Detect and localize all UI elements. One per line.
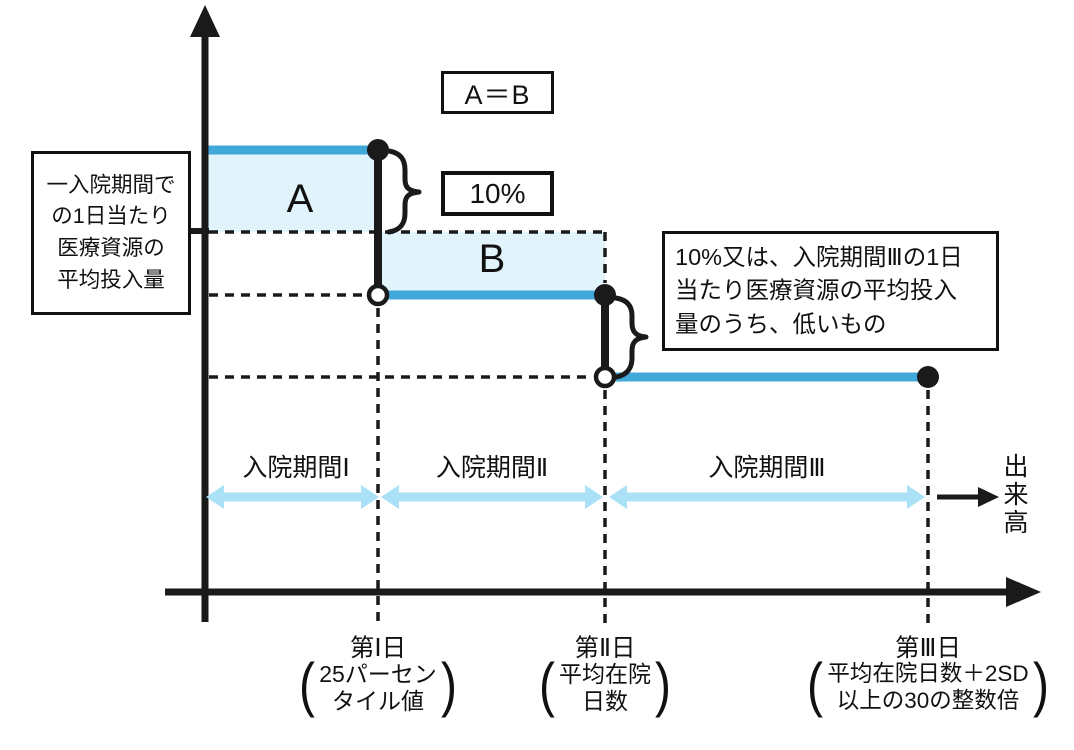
dot-open-period3-start <box>593 365 617 389</box>
y-axis-label-line: 一入院期間で <box>46 172 176 197</box>
fee-arrow <box>937 487 999 507</box>
dashed-guides <box>209 230 930 628</box>
open-paren: ( <box>807 650 824 718</box>
ten-percent-box: 10% <box>441 171 554 216</box>
day1-title: 第Ⅰ日 <box>349 635 407 662</box>
day2-subnote-line: 平均在院 <box>559 661 651 687</box>
period2-arrow <box>381 485 603 509</box>
y-axis-label-line: の1日当たり <box>51 204 171 229</box>
y-axis-label-line: 医療資源の <box>57 236 165 260</box>
region-a-label: A <box>286 177 314 221</box>
dot-open-period2-start <box>366 283 390 307</box>
x-axis-arrowhead <box>1006 577 1041 607</box>
day3-title: 第Ⅲ日 <box>895 635 961 662</box>
period1-label: 入院期間Ⅰ <box>242 454 350 482</box>
period3-rule-line: 10%又は、入院期間Ⅲの1日 <box>675 243 963 270</box>
period2-label: 入院期間Ⅱ <box>435 454 549 482</box>
open-paren: ( <box>539 651 556 719</box>
braces <box>386 148 649 380</box>
day2-title: 第Ⅱ日 <box>574 635 636 662</box>
region-a-fill <box>208 150 378 232</box>
day3-subnote-line: 平均在院日数＋2SD <box>827 661 1029 686</box>
close-paren: ) <box>1032 650 1049 718</box>
close-paren: ) <box>440 651 457 719</box>
period3-rule-line: 当たり医療資源の平均投入 <box>675 277 957 304</box>
day1-subnote-line: タイル値 <box>332 688 424 715</box>
day2-subnote: ( 平均在院 日数 ) <box>505 651 705 719</box>
day1-subnote: ( 25パーセン タイル値 ) <box>258 651 498 719</box>
step-lines <box>208 145 928 382</box>
y-axis-label-box: 一入院期間で の1日当たり 医療資源の 平均投入量 <box>31 151 191 315</box>
period-span-arrows <box>206 485 925 509</box>
axes <box>165 5 1041 622</box>
dot-filled-day2 <box>594 284 616 306</box>
period3-rule-line: 量のうち、低いもの <box>675 310 887 337</box>
dot-filled-day1 <box>367 139 389 161</box>
a-equals-b-text: A＝B <box>464 80 531 110</box>
day3-subnote: ( 平均在院日数＋2SD 以上の30の整数倍 ) <box>763 650 1074 718</box>
day3-subnote-line: 以上の30の整数倍 <box>836 687 1020 713</box>
a-equals-b-box: A＝B <box>441 71 554 114</box>
drop-lines <box>374 153 609 372</box>
y-axis-arrowhead <box>190 5 220 37</box>
open-paren: ( <box>299 651 316 719</box>
step-endpoints <box>366 139 939 389</box>
region-b-fill <box>380 232 605 295</box>
period3-label: 入院期間Ⅲ <box>708 454 826 482</box>
brace-10pct-drop1 <box>386 148 422 235</box>
dot-filled-day3 <box>917 366 939 388</box>
close-paren: ) <box>654 651 671 719</box>
region-b-label: B <box>478 237 506 281</box>
period1-arrow <box>206 485 379 509</box>
y-axis-label-line: 平均投入量 <box>57 267 165 292</box>
day2-subnote-line: 日数 <box>582 688 628 715</box>
day1-subnote-line: 25パーセン <box>319 661 437 687</box>
period3-rule-box: 10%又は、入院期間Ⅲの1日 当たり医療資源の平均投入 量のうち、低いもの <box>662 231 999 351</box>
period3-arrow <box>609 485 925 509</box>
fee-for-service-label: 出来高 <box>1000 453 1028 537</box>
ten-percent-text: 10% <box>469 177 526 209</box>
brace-drop2 <box>613 295 649 380</box>
